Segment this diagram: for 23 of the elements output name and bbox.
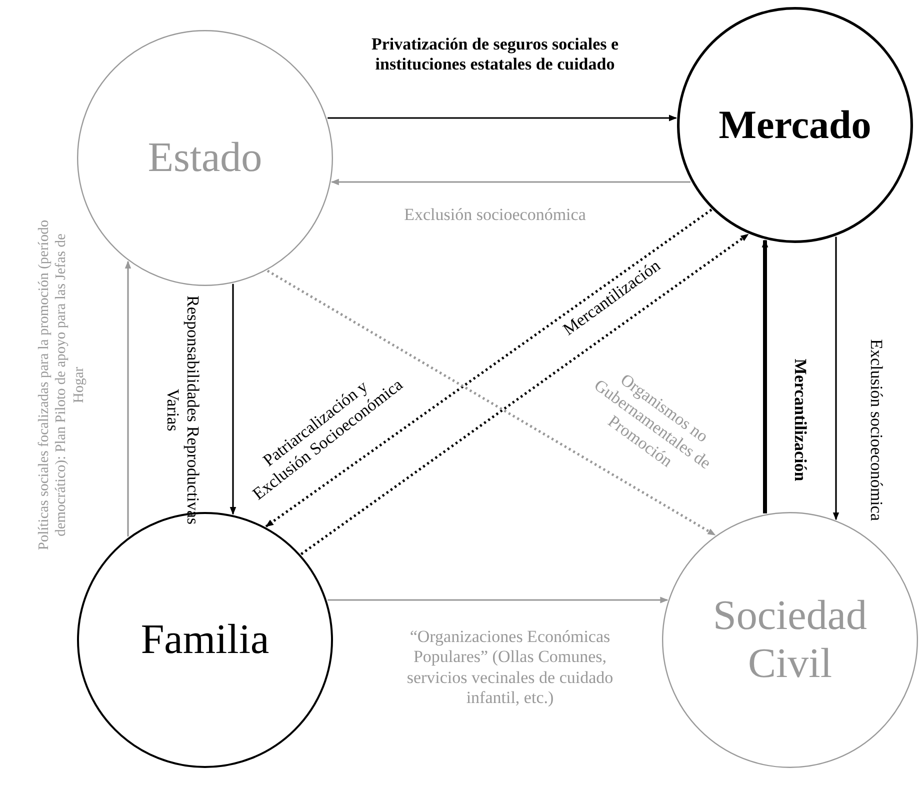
edge-label: Responsabilidades Reproductivas Varias (162, 294, 202, 526)
arrow (230, 284, 236, 515)
circle-node (677, 7, 913, 243)
edge-label: Exclusión socioeconómica (866, 338, 886, 523)
node-label: Estado (146, 134, 264, 182)
arrow (300, 233, 749, 556)
arrow (265, 208, 712, 528)
circle-node (77, 30, 333, 286)
arrow (330, 178, 690, 186)
node-label: Mercado (718, 102, 872, 148)
node-label: Familia (140, 616, 270, 664)
edge-label: Exclusión socioeconómica (403, 204, 587, 226)
arrow (328, 114, 677, 122)
arrow (762, 239, 768, 514)
edge-label: Privatización de seguros sociales e instituciones estatales de cuidado (370, 34, 620, 76)
arrow (266, 270, 716, 536)
arrow (328, 596, 668, 604)
arrow (124, 260, 132, 536)
edge-label: Políticas sociales focalizadas para la promoción (período democrático): Plan Piloto de apoyo para las Jefas de Hogar (36, 218, 88, 552)
edge-label: “Organizaciones Económicas Populares” (Ollas Comunes, servicios vecinales de cuidado infantil, etc.) (406, 627, 614, 709)
node-label: Sociedad Civil (712, 592, 868, 688)
edge-label: Mercantilización (790, 358, 810, 484)
arrow (832, 236, 840, 520)
